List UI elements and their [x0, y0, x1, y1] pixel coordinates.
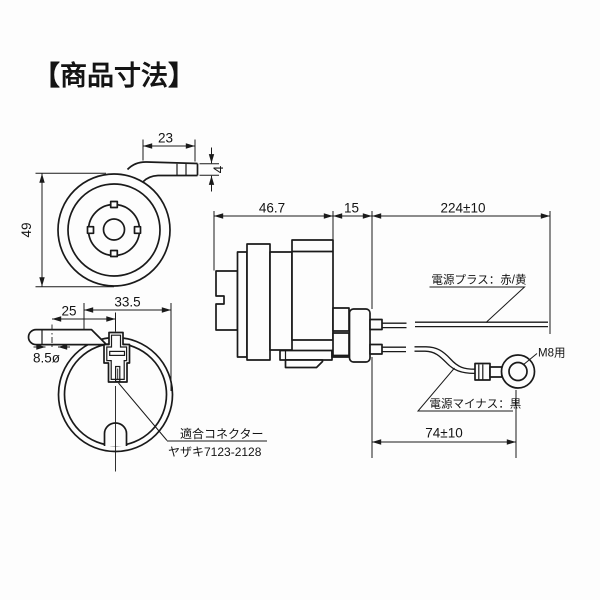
mount-plate-side: [215, 270, 239, 331]
ring-hole: [508, 361, 528, 382]
svg-text:ヤザキ7123-2128: ヤザキ7123-2128: [168, 445, 262, 459]
terminal-neck: [489, 366, 503, 378]
ring-terminal: [474, 354, 536, 389]
svg-text:電源マイナス：黒: 電源マイナス：黒: [430, 397, 522, 411]
horn-mount-plate: [87, 203, 141, 257]
dim-wire-length: 224±10: [372, 201, 550, 219]
tab-bend-marks: [176, 163, 187, 176]
connector-block-side: [348, 308, 371, 363]
dim-diameter: 49: [19, 172, 114, 288]
dim-hole-diameter: 8.5ø: [33, 344, 70, 366]
svg-text:M8用: M8用: [538, 348, 565, 360]
terminal-lower: [332, 332, 350, 357]
svg-text:74±10: 74±10: [425, 426, 462, 441]
minus-wire: [382, 346, 476, 375]
motor-body: [269, 251, 293, 351]
dim-body-depth: 46.7: [214, 201, 333, 219]
svg-text:46.7: 46.7: [259, 201, 285, 216]
svg-text:8.5ø: 8.5ø: [33, 351, 60, 366]
terminal-upper: [332, 307, 350, 332]
side-view: 46.7 15: [213, 201, 551, 458]
bottom-bracket-lower: [284, 359, 324, 369]
connector: [103, 331, 131, 383]
mount-tab: [126, 161, 199, 183]
dim-hole-offset: 25: [52, 304, 116, 332]
horn-outer-rim: [57, 173, 171, 287]
svg-text:適合コネクター: 適合コネクター: [180, 426, 264, 441]
plus-wire: [382, 321, 548, 329]
rear-mount-tab: [27, 328, 108, 346]
svg-text:33.5: 33.5: [114, 295, 140, 310]
connector-latch-slot: [109, 350, 126, 356]
dim-overall-width: 33.5: [83, 295, 172, 391]
dim-connector-depth: 15: [333, 201, 372, 219]
pin-plus: [369, 318, 383, 331]
svg-text:23: 23: [158, 131, 173, 146]
pin-minus: [369, 343, 383, 355]
connector-blade: [114, 365, 121, 383]
svg-text:25: 25: [61, 304, 76, 319]
svg-text:49: 49: [19, 222, 34, 237]
bottom-bracket-upper: [279, 349, 333, 361]
front-view: 23 4 49: [19, 131, 226, 288]
flange-disc: [246, 243, 271, 361]
svg-text:4: 4: [211, 165, 226, 173]
extension-lines: [213, 211, 551, 458]
horn-inner-rim: [67, 183, 161, 277]
ring-terminal-label: M8用: [522, 348, 565, 366]
dim-tab-width: 23: [142, 131, 196, 162]
dim-ground-length: 74±10: [372, 426, 516, 445]
minus-wire-label: 電源マイナス：黒: [416, 367, 522, 412]
horn-center-hole: [102, 218, 126, 241]
svg-text:15: 15: [344, 201, 359, 216]
back-view: 33.5 25 8.5ø 適合コネクター ヤザキ7123-2128: [27, 295, 267, 472]
mount-plate-notches: [86, 200, 142, 258]
svg-text:電源プラス：赤/黄: 電源プラス：赤/黄: [432, 273, 527, 287]
spacer: [236, 251, 248, 358]
wiring: 電源プラス：赤/黄 電源マイナス：黒 M8用 224±10 74±10: [372, 201, 565, 445]
horn-housing: [291, 239, 334, 341]
dim-tab-thickness: 4: [199, 147, 226, 192]
connector-note: 適合コネクター ヤザキ7123-2128: [118, 382, 267, 459]
svg-text:224±10: 224±10: [441, 201, 486, 216]
page-title: 【商品寸法】: [33, 61, 195, 91]
plus-wire-label: 電源プラス：赤/黄: [429, 273, 527, 323]
